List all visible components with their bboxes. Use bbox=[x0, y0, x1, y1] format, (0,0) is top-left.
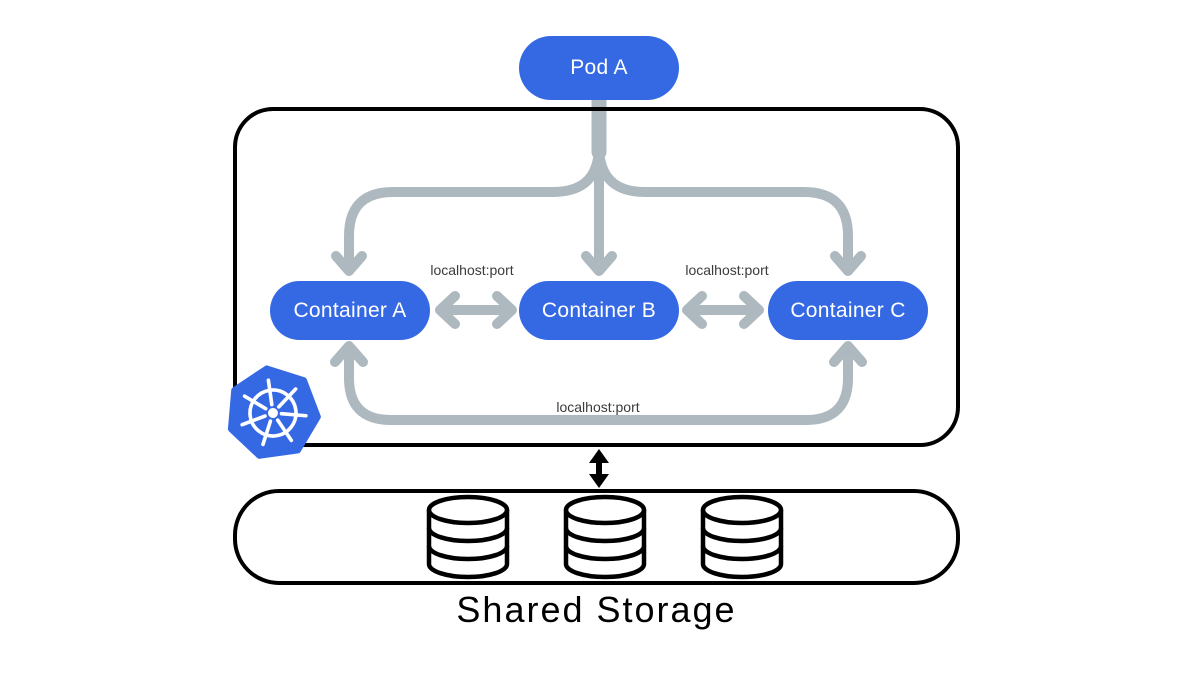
container-a-b-arrow bbox=[435, 291, 517, 329]
container-b-label: Container B bbox=[541, 298, 657, 322]
container-b-node: Container B bbox=[519, 281, 679, 340]
pod-a-node: Pod A bbox=[519, 36, 679, 100]
localhost-port-label-b-c: localhost:port bbox=[685, 262, 769, 278]
localhost-port-label-a-b: localhost:port bbox=[430, 262, 514, 278]
container-b-c-arrow bbox=[682, 291, 764, 329]
pod-branch-arrow bbox=[331, 90, 866, 276]
database-cylinder-icon bbox=[426, 494, 784, 580]
container-a-node: Container A bbox=[270, 281, 430, 340]
container-c-node: Container C bbox=[768, 281, 928, 340]
localhost-port-label-a-c: localhost:port bbox=[556, 399, 640, 415]
pod-boundary-box bbox=[233, 107, 960, 447]
pod-storage-double-arrow bbox=[589, 449, 609, 488]
container-a-c-loop-arrow bbox=[330, 341, 867, 425]
shared-storage-box bbox=[233, 489, 960, 585]
container-c-label: Container C bbox=[790, 298, 906, 322]
pod-a-label: Pod A bbox=[570, 56, 628, 79]
shared-storage-title: Shared Storage bbox=[456, 589, 737, 630]
container-a-label: Container A bbox=[293, 298, 407, 322]
